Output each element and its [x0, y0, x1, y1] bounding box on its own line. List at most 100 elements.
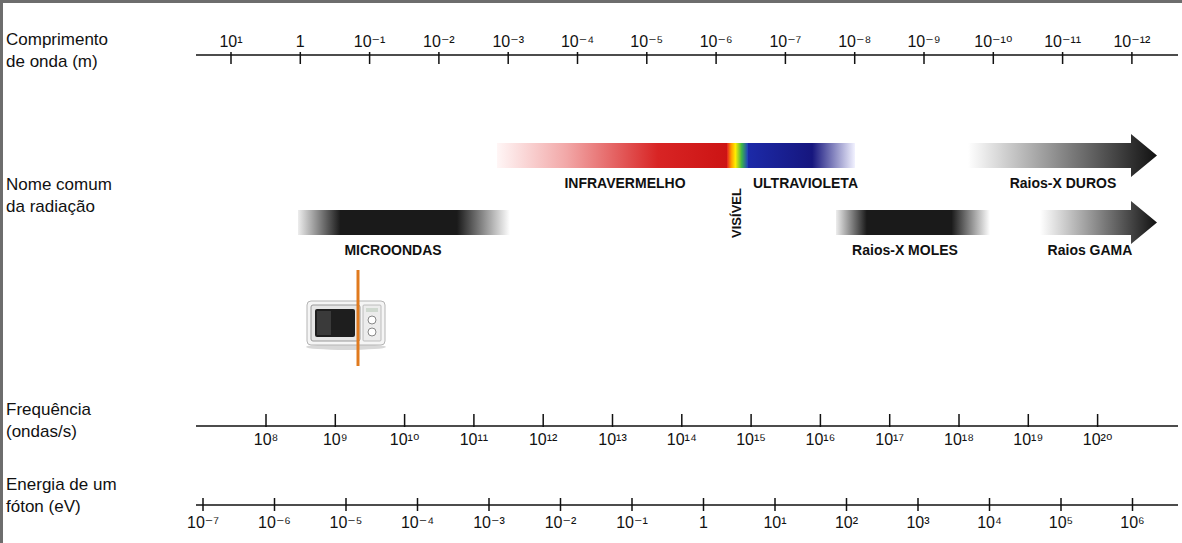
axis-tick — [1028, 414, 1030, 427]
band-bar — [836, 210, 990, 235]
microwave-oven — [306, 270, 386, 366]
spectrum-band: INFRAVERMELHO — [497, 143, 727, 168]
axis-title: Comprimento de onda (m) — [6, 29, 118, 73]
tick-value: 10⁸ — [254, 431, 279, 449]
tick-value: 10¹² — [529, 431, 557, 449]
frame-border — [0, 0, 1182, 3]
tick-value: 10¹ — [763, 514, 786, 532]
band-label: MICROONDAS — [344, 242, 441, 258]
band-bar-shape — [727, 143, 748, 168]
axis-tick — [274, 498, 276, 511]
tick-value: 10⁵ — [1049, 514, 1073, 532]
band-arrow — [1040, 201, 1157, 244]
tick-value: 10¹⁸ — [944, 431, 974, 449]
axis-tick — [1060, 498, 1062, 511]
axis-tick — [230, 52, 232, 64]
axis-tick — [917, 498, 919, 511]
band-bar-shape — [836, 210, 990, 235]
tick-value: 10⁻⁴ — [401, 514, 434, 532]
axis-tick — [1131, 52, 1133, 64]
tick-value: 10¹¹ — [460, 431, 488, 449]
tick-value: 10² — [835, 514, 858, 532]
axis-tick — [542, 414, 544, 427]
tick-value: 10⁶ — [1120, 514, 1144, 532]
tick-value: 10¹ — [219, 33, 242, 51]
wavelength-axis — [196, 54, 1178, 56]
axis-tick — [577, 52, 579, 64]
frame-border — [0, 0, 3, 543]
axis-tick — [820, 414, 822, 427]
axis-tick — [958, 414, 960, 427]
spectrum-band: ULTRAVIOLETA — [748, 143, 855, 168]
spectrum-band: Raios GAMA — [1040, 210, 1157, 235]
axis-tick — [846, 498, 848, 511]
axis-tick — [438, 52, 440, 64]
axis-title: Frequência (ondas/s) — [6, 399, 118, 443]
axis-tick — [785, 52, 787, 64]
tick-value: 10¹⁴ — [667, 431, 697, 449]
axis-tick — [345, 498, 347, 511]
axis-tick — [750, 414, 752, 427]
spectrum-band: MICROONDAS — [298, 210, 510, 235]
axis-tick — [774, 498, 776, 511]
axis-tick — [369, 52, 371, 64]
spectrum-band: Raios-X MOLES — [836, 210, 990, 235]
tick-value: 10⁹ — [323, 431, 348, 449]
axis-tick — [989, 498, 991, 511]
band-bar-shape — [298, 210, 510, 235]
axis-tick — [300, 52, 302, 64]
axis-tick — [560, 498, 562, 511]
axis-tick — [417, 498, 419, 511]
tick-value: 10⁻³ — [473, 514, 505, 532]
band-label: Raios-X DUROS — [1010, 175, 1117, 191]
tick-value: 10¹⁷ — [875, 431, 904, 449]
tick-value: 10⁻⁶ — [700, 33, 733, 51]
tick-value: 10⁻⁸ — [838, 33, 871, 51]
axis-tick — [889, 414, 891, 427]
tick-value: 1 — [296, 33, 305, 51]
band-bar-shape — [497, 143, 727, 168]
band-label: INFRAVERMELHO — [564, 175, 685, 191]
axis-tick — [488, 498, 490, 511]
axis-tick — [854, 52, 856, 64]
tick-value: 10¹³ — [598, 431, 626, 449]
tick-value: 10⁻⁴ — [561, 33, 594, 51]
energy-axis — [196, 504, 1178, 506]
axis-tick — [335, 414, 337, 427]
tick-value: 10⁻¹² — [1113, 33, 1150, 51]
tick-value: 10⁴ — [977, 514, 1002, 532]
spectrum-band: Raios-X DUROS — [968, 143, 1157, 168]
spectrum-band: VISÍVEL — [727, 143, 748, 168]
tick-value: 10⁻⁷ — [769, 33, 801, 51]
axis-tick — [1062, 52, 1064, 64]
tick-value: 10⁻⁶ — [258, 514, 291, 532]
tick-value: 10⁻¹¹ — [1044, 33, 1081, 51]
tick-value: 10⁻³ — [492, 33, 524, 51]
axis-tick — [993, 52, 995, 64]
tick-value: 10⁻¹ — [616, 514, 648, 532]
axis-ticks — [203, 52, 1133, 511]
axis-tick — [507, 52, 509, 64]
axis-tick — [923, 52, 925, 64]
tick-value: 10⁻¹ — [354, 33, 386, 51]
band-bar-shape — [748, 143, 855, 168]
tick-value: 10⁻⁵ — [330, 514, 363, 532]
tick-value: 10¹⁶ — [806, 431, 836, 449]
band-bar — [497, 143, 727, 168]
axis-tick — [404, 414, 406, 427]
tick-value: 10¹⁰ — [390, 431, 420, 449]
band-label: VISÍVEL — [729, 188, 745, 238]
axis-tick — [646, 52, 648, 64]
band-bar — [727, 143, 748, 168]
tick-value: 10⁻⁹ — [907, 33, 940, 51]
band-label: Raios GAMA — [1048, 242, 1133, 258]
axis-title: Nome comum da radiação — [6, 174, 118, 218]
tick-value: 10⁻² — [423, 33, 455, 51]
band-label: ULTRAVIOLETA — [753, 175, 858, 191]
axis-tick — [703, 498, 705, 511]
band-arrow-shape — [1040, 201, 1157, 244]
axis-tick — [1132, 498, 1134, 511]
band-arrow-shape — [968, 134, 1157, 177]
